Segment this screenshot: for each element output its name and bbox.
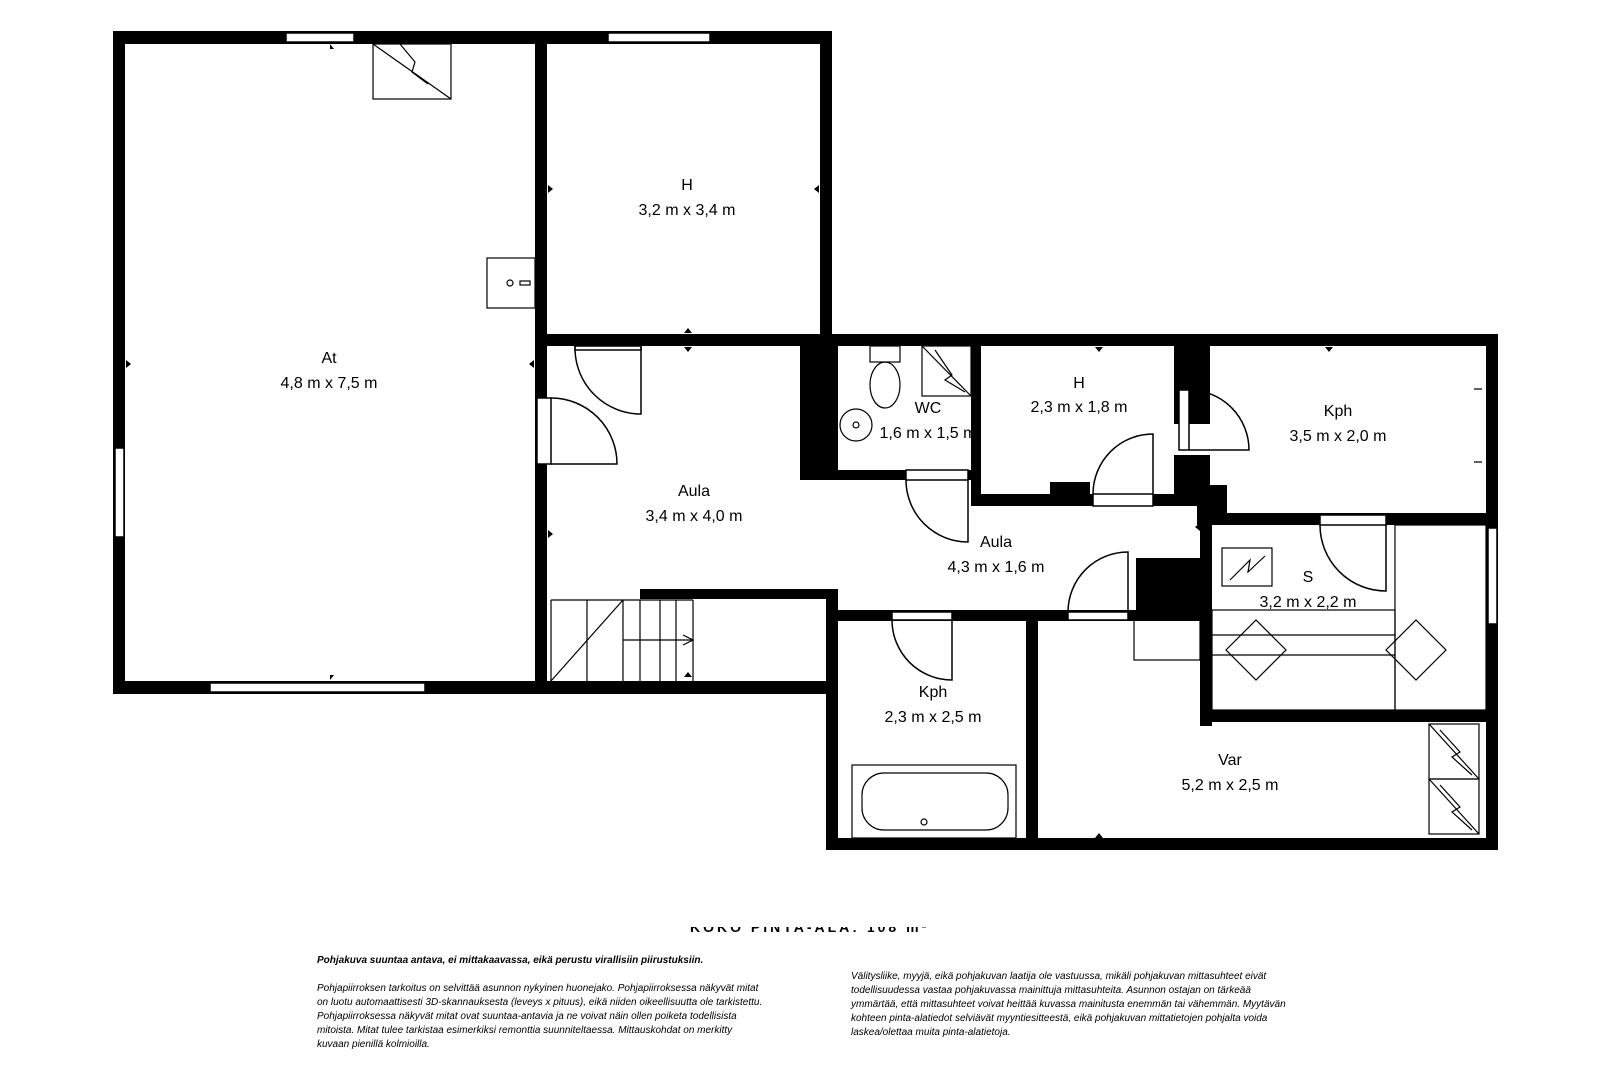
disclaimer-bold-note: Pohjakuva suuntaa antava, ei mittakaavas… [317, 955, 704, 966]
disclaimer-left: Pohjakuva suuntaa antava, ei mittakaavas… [317, 954, 767, 1052]
room-kph2-name: Kph [919, 684, 947, 701]
fixtures [372, 43, 1487, 839]
room-aula2-name: Aula [980, 534, 1012, 551]
floor-plan: At 4,8 m x 7,5 m H 3,2 m x 3,4 m Aula 3,… [113, 31, 1498, 850]
windows [114, 32, 1498, 693]
room-kph1-name: Kph [1324, 403, 1352, 420]
room-h1-name: H [681, 177, 693, 194]
total-area-title: KOKO PINTA-ALA: 108 m² [690, 927, 930, 935]
disclaimer-right-text: Välitysliike, myyjä, eikä pohjakuvan laa… [851, 971, 1286, 1038]
room-aula1-name: Aula [678, 483, 710, 500]
room-h2-name: H [1073, 375, 1085, 392]
room-s-size: 3,2 m x 2,2 m [1260, 594, 1357, 611]
room-kph1-size: 3,5 m x 2,0 m [1290, 428, 1387, 445]
disclaimer-right: Välitysliike, myyjä, eikä pohjakuvan laa… [851, 970, 1291, 1040]
doors [536, 345, 1387, 681]
room-h1-size: 3,2 m x 3,4 m [639, 202, 736, 219]
room-at-size: 4,8 m x 7,5 m [281, 375, 378, 392]
measurement-markers [126, 44, 1333, 838]
room-wc-name: WC [915, 400, 942, 417]
room-var-size: 5,2 m x 2,5 m [1182, 777, 1279, 794]
room-aula2-size: 4,3 m x 1,6 m [948, 559, 1045, 576]
room-h2-size: 2,3 m x 1,8 m [1031, 399, 1128, 416]
room-var-name: Var [1218, 752, 1242, 769]
room-wc-size: 1,6 m x 1,5 m [880, 425, 977, 442]
disclaimer-left-text: Pohjapiirroksen tarkoitus on selvittää a… [317, 983, 763, 1050]
room-s-name: S [1303, 569, 1314, 586]
room-kph2-size: 2,3 m x 2,5 m [885, 709, 982, 726]
room-at-name: At [321, 350, 337, 367]
room-labels: At 4,8 m x 7,5 m H 3,2 m x 3,4 m Aula 3,… [281, 177, 1387, 794]
room-aula1-size: 3,4 m x 4,0 m [646, 508, 743, 525]
